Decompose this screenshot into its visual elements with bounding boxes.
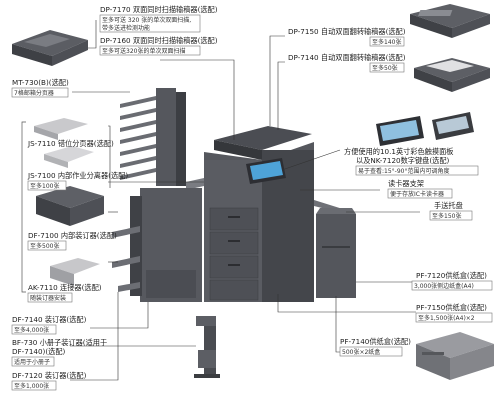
pf7140-desc-1: 500张×2纸盒 <box>342 348 380 356</box>
inner-options-bracket <box>21 121 26 293</box>
mt730-desc-1: 7格邮箱分页器 <box>14 89 54 97</box>
ak7110-desc-box <box>27 292 73 303</box>
mfp-main-unit-illustration <box>186 126 346 302</box>
bypass-desc-1: 至多150张 <box>432 212 461 220</box>
panel-title-1: 方便使用的10.1英寸彩色触摸面板 <box>344 147 453 156</box>
dp7150-title: DP-7150 自动双面翻转输稿器(选配) <box>288 27 406 36</box>
js7100-separator-illustration <box>44 146 94 168</box>
panel-title-2: 以及NK-7120数字键盘(选配) <box>356 156 450 165</box>
pf7150-desc-box <box>415 312 493 323</box>
pf7120-desc-box <box>411 280 493 291</box>
pf7120-side-deck-illustration <box>316 208 356 298</box>
js7110-tray-illustration <box>34 118 88 140</box>
df7100-inner-finisher-illustration <box>36 186 104 226</box>
dp7140-desc-box <box>369 62 405 73</box>
df7100-desc-box <box>27 240 67 251</box>
mt730-title: MT-730(B)(选配) <box>12 78 69 87</box>
dp7160-desc-box <box>99 45 201 56</box>
df7140-desc-box <box>11 324 57 335</box>
df7120-desc-box <box>11 380 57 391</box>
df7120-title: DF-7120 装订器(选配) <box>12 371 87 380</box>
dp7140-desc-1: 至多50张 <box>372 64 398 72</box>
bf730-title-2: DF-7140)(选配) <box>12 347 66 356</box>
bypass-title: 手送托盘 <box>434 201 463 210</box>
df7140-finisher-illustration <box>112 188 202 302</box>
js7110-title: JS-7110 错位分页器(选配) <box>27 139 114 148</box>
dp7170-title: DP-7170 双面同时扫描输稿器(选配) <box>100 5 218 14</box>
mt730-mailbox-illustration <box>120 88 186 186</box>
df7140-desc-1: 至多4,000张 <box>14 326 49 334</box>
dp7150-feeder-illustration <box>410 4 490 38</box>
dp7140-title: DP-7140 自动双面翻转输稿器(选配) <box>288 53 406 62</box>
dp7160-title: DP-7160 双面同时扫描输稿器(选配) <box>100 36 218 45</box>
card-desc-1: 便于存放IC卡读卡器 <box>390 190 444 198</box>
df7140-title: DF-7140 装订器(选配) <box>12 315 87 324</box>
ak7110-desc-1: 随装订器安装 <box>30 294 66 302</box>
dp7170-desc-2: 带多送进检测功能 <box>102 24 150 32</box>
bf730-booklet-illustration <box>194 316 220 378</box>
mt730-desc-box <box>11 87 69 98</box>
panel-desc-box <box>355 165 479 176</box>
pf7150-desc-1: 至多1,500张(A4)×2 <box>418 314 475 322</box>
card-title: 读卡器支架 <box>388 179 424 188</box>
pf7140-desc-box <box>339 346 403 357</box>
df7100-title: DF-7100 内部装订器(选配) <box>28 231 117 240</box>
pf7150-title: PF-7150供纸盒(选配) <box>416 303 487 312</box>
card-desc-box <box>387 188 453 199</box>
touch-panel-photo <box>376 112 474 146</box>
bf730-desc-1: 适用于小册子 <box>14 358 50 366</box>
ak7110-title: AK-7110 连接器(选配) <box>28 283 102 292</box>
df7120-desc-1: 至多1,000张 <box>14 382 49 390</box>
dp7170-desc-1: 至多可送 320 张的单次双面扫描, <box>102 16 191 24</box>
ak7110-bridge-illustration <box>50 258 100 286</box>
js7100-desc-box <box>27 180 67 191</box>
pf7140-title: PF-7140供纸盒(选配) <box>340 337 411 346</box>
panel-desc-1: 易于查看:15°-90°范围内可调角度 <box>358 167 449 175</box>
dp7170-feeder-illustration <box>12 30 88 66</box>
bf730-desc-box <box>11 356 55 367</box>
bypass-desc-box <box>429 210 473 221</box>
dp7160-desc-1: 至多可送320张的单次双面扫描 <box>102 47 185 55</box>
js7100-title: JS-7100 内部作业分离器(选配) <box>27 171 128 180</box>
dp7170-desc-box <box>99 14 201 33</box>
pf7120-title: PF-7120供纸盒(选配) <box>416 271 487 280</box>
leader-lines <box>70 20 420 381</box>
df7100-desc-1: 至多500张 <box>30 242 59 250</box>
dp7150-desc-box <box>369 36 405 47</box>
dp7150-desc-1: 至多140张 <box>372 38 401 46</box>
js7100-desc-1: 至多100张 <box>30 182 59 190</box>
pf7140-cassette-illustration <box>416 332 494 380</box>
pf7120-desc-1: 3,000张侧边纸盒(A4) <box>414 282 474 290</box>
bf730-title-1: BF-730 小册子装订器(适用于 <box>12 338 107 347</box>
dp7140-feeder-illustration <box>414 58 490 92</box>
